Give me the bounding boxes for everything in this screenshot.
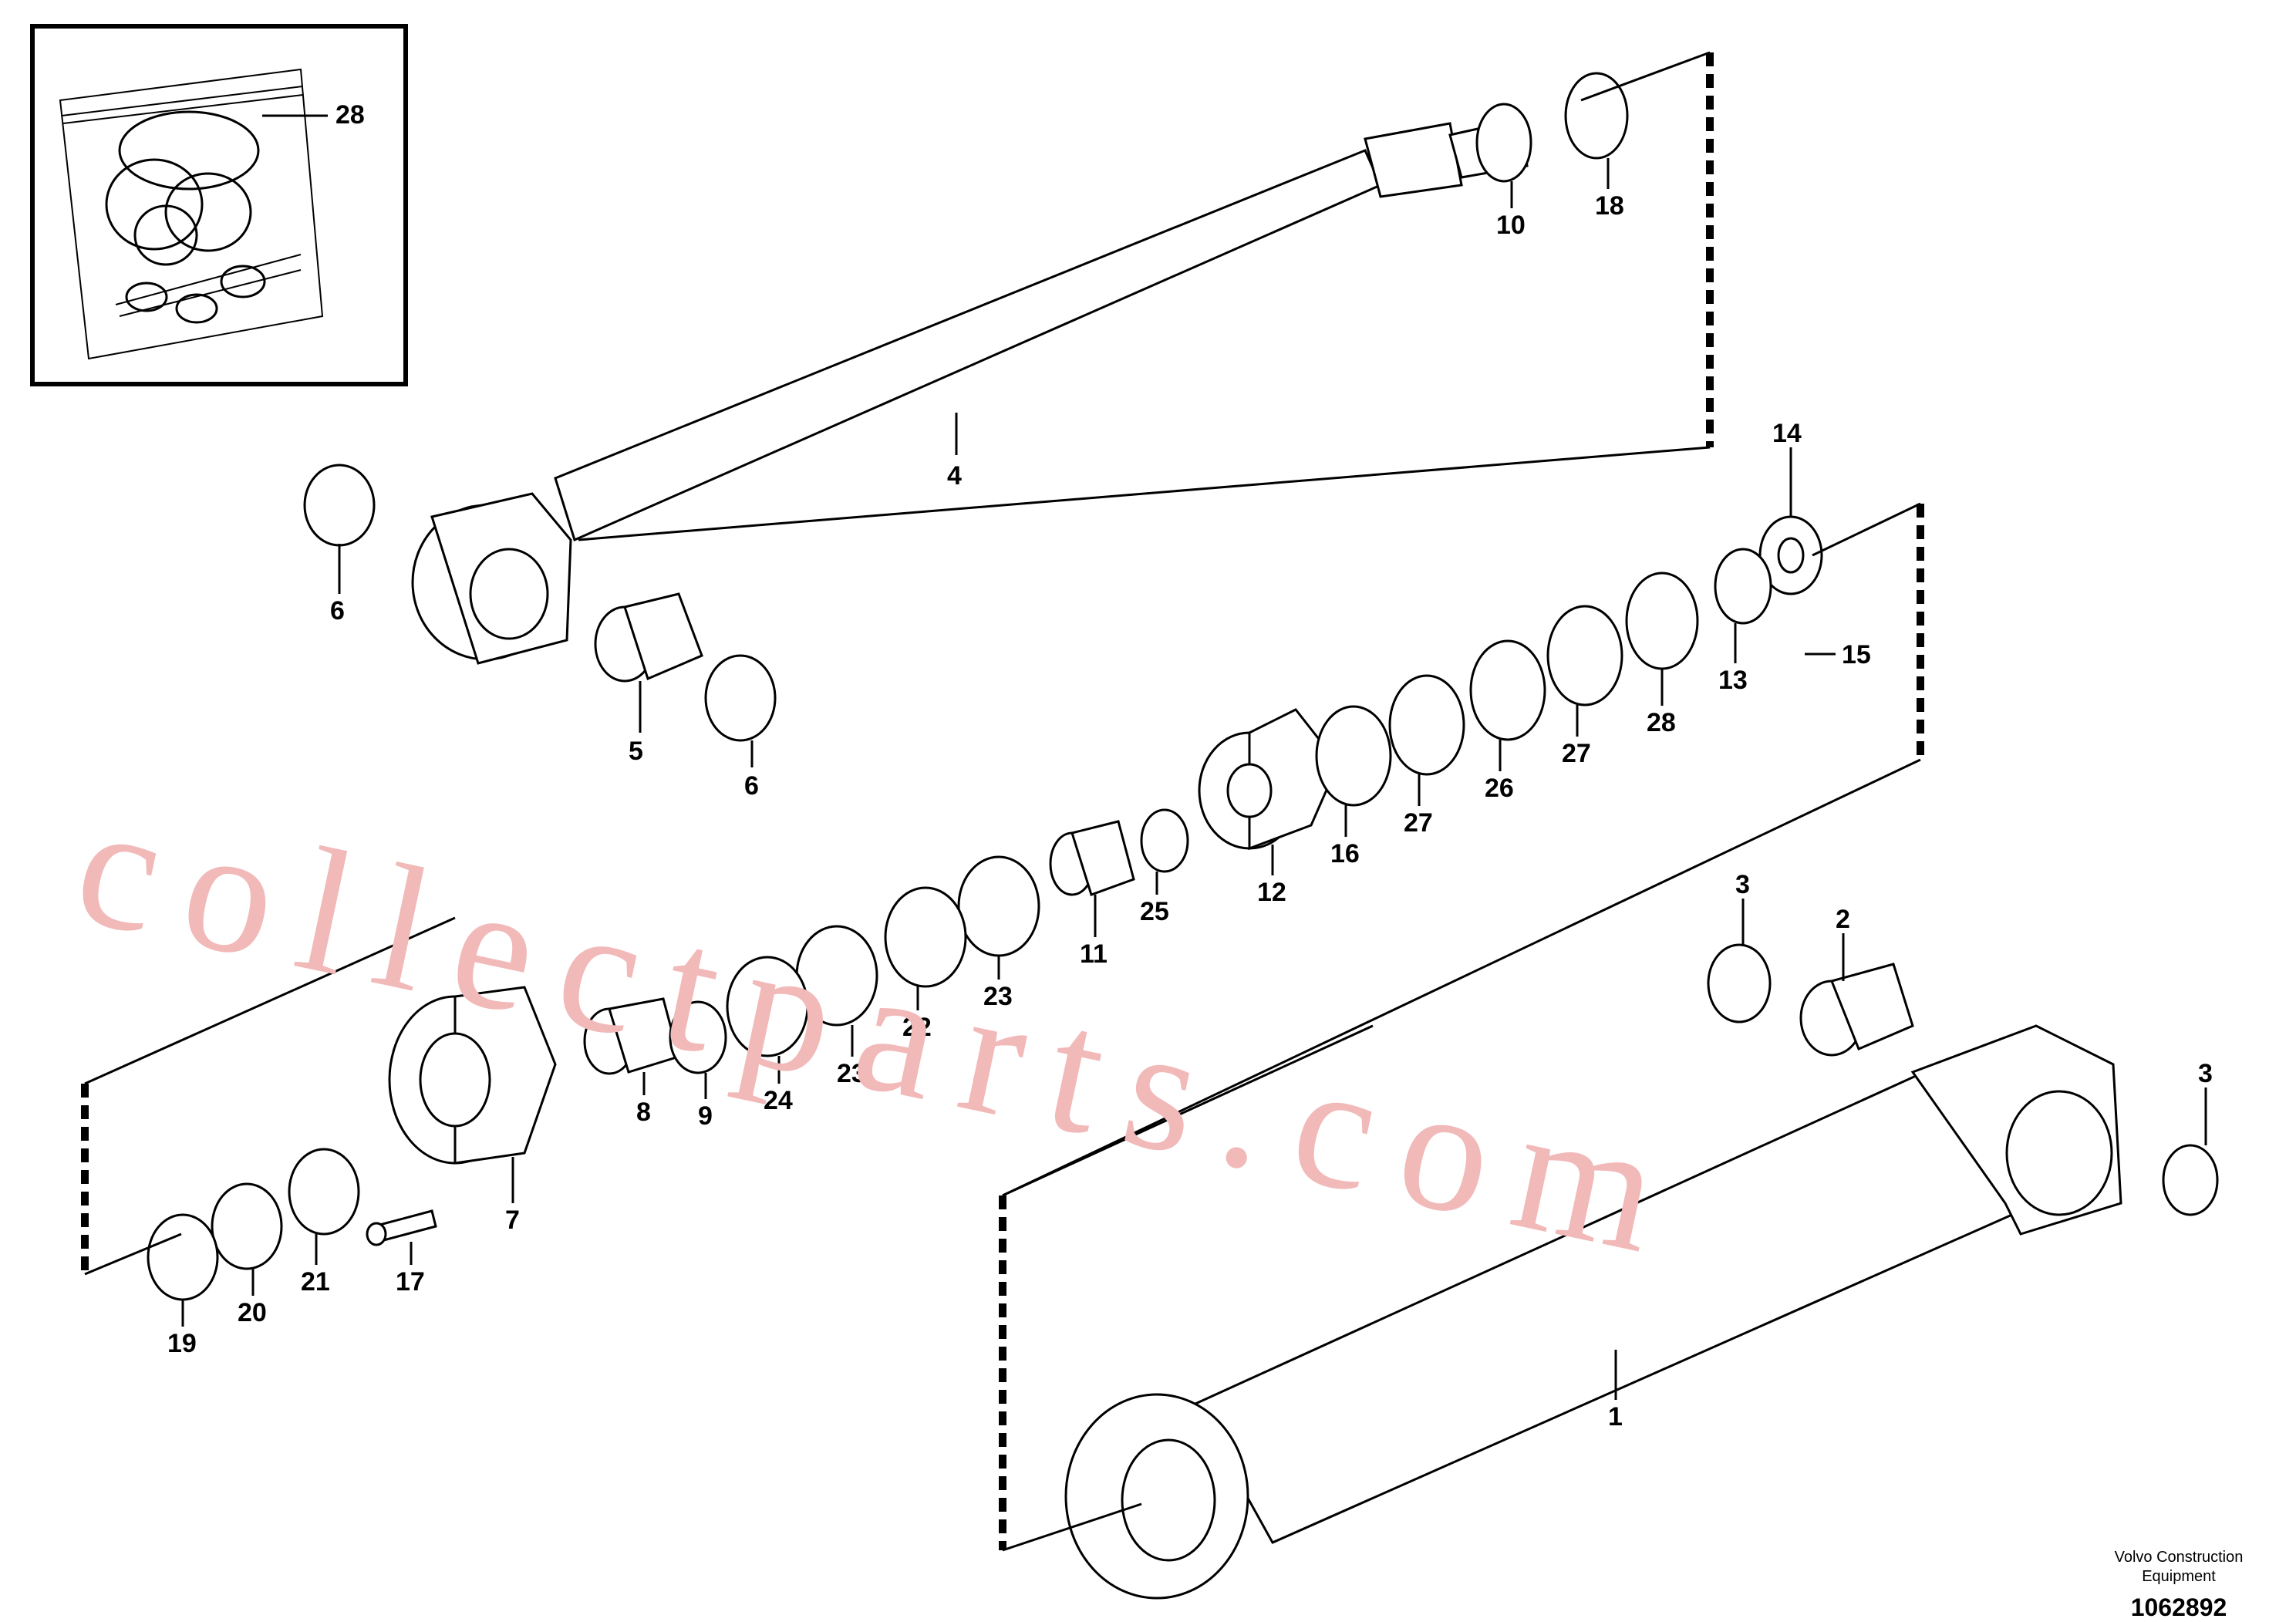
cylinder-barrel [1064, 1024, 2122, 1600]
seal-rings [147, 72, 2219, 1301]
callout-5: 5 [629, 737, 643, 766]
callout-20: 20 [238, 1298, 267, 1327]
callout-15: 15 [1842, 640, 1871, 669]
callout-2: 2 [1836, 905, 1850, 934]
callout-25: 25 [1140, 897, 1169, 926]
callout-9: 9 [698, 1101, 713, 1131]
leader-lines [181, 114, 2207, 1400]
cylinder-head [388, 986, 557, 1165]
piston [1198, 708, 1340, 851]
nut-14 [1758, 515, 1823, 595]
callout-17: 17 [396, 1267, 425, 1297]
assembly-frames [81, 51, 1924, 1552]
callout-labels: 28 4 10 18 6 5 6 14 15 13 28 27 26 27 16… [167, 100, 2213, 1431]
callout-22: 22 [902, 1013, 932, 1042]
callout-23-left: 23 [837, 1059, 866, 1088]
callout-19: 19 [167, 1329, 197, 1358]
callout-23-right: 23 [983, 982, 1013, 1011]
piston-rod [411, 118, 1529, 665]
screw-17 [366, 1209, 437, 1246]
callout-27-right: 27 [1562, 739, 1591, 768]
callout-18: 18 [1595, 191, 1624, 221]
brand-line-1: Volvo Construction [2115, 1549, 2244, 1566]
callout-4: 4 [947, 461, 962, 491]
callout-14: 14 [1772, 419, 1802, 448]
callout-3-right: 3 [2198, 1059, 2213, 1088]
callout-28: 28 [1647, 708, 1676, 737]
callout-16: 16 [1330, 839, 1360, 868]
bushing-8 [583, 997, 680, 1075]
bushing-11 [1049, 820, 1135, 896]
bushing-5 [594, 592, 703, 683]
callout-7: 7 [505, 1206, 520, 1235]
callout-26: 26 [1485, 774, 1514, 803]
callout-1: 1 [1608, 1402, 1623, 1431]
callout-13: 13 [1718, 666, 1748, 695]
callout-28-kit: 28 [335, 100, 365, 130]
brand-line-2: Equipment [2142, 1568, 2216, 1585]
callout-24: 24 [764, 1086, 793, 1115]
callout-6-bottom: 6 [744, 771, 759, 801]
document-number: 1062892 [2131, 1593, 2227, 1621]
callout-6-top: 6 [330, 596, 345, 626]
callout-12: 12 [1257, 878, 1286, 907]
callout-11: 11 [1080, 939, 1108, 969]
callout-10: 10 [1496, 211, 1526, 240]
callout-27-left: 27 [1404, 808, 1433, 838]
callout-8: 8 [636, 1098, 651, 1127]
seal-kit-inset [30, 24, 408, 386]
bushing-2 [1799, 963, 1914, 1057]
callout-3-top: 3 [1735, 870, 1750, 899]
callout-21: 21 [301, 1267, 330, 1297]
